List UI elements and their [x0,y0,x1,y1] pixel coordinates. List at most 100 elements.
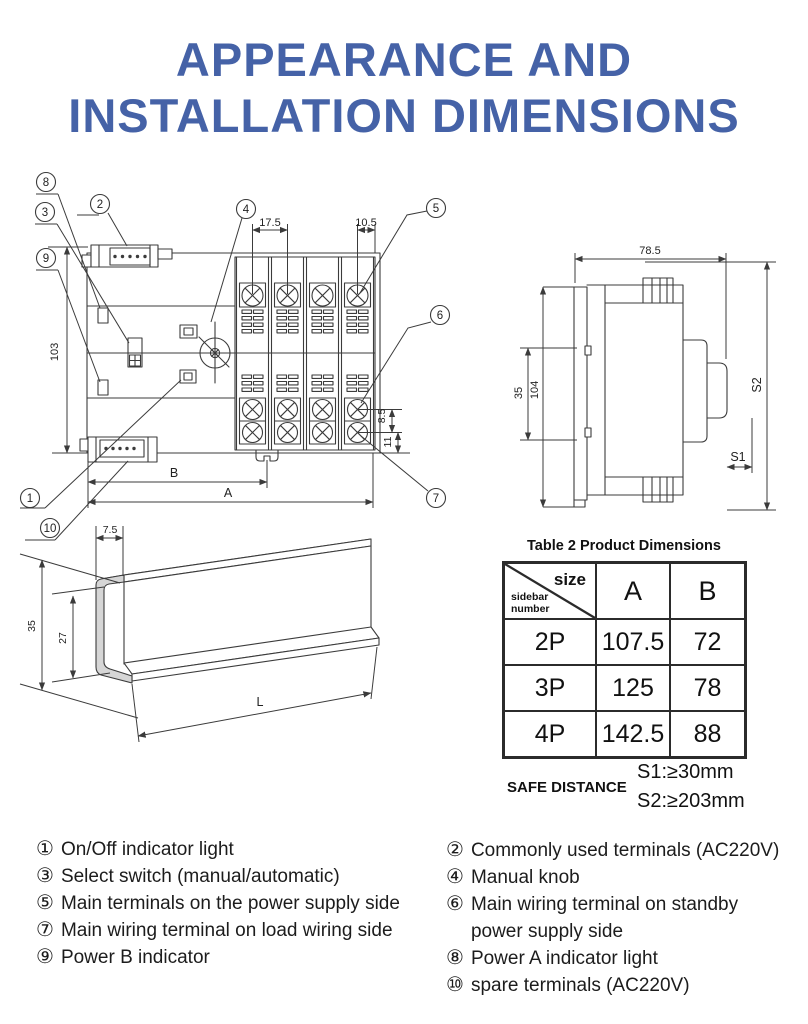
dim-s2: S2 [750,377,764,392]
callout-6: 6 [437,310,443,322]
legend-text: Main wiring terminal on load wiring side [60,920,393,941]
legend-item-3: ③ Select switch (manual/automatic) [36,863,436,890]
legend-text: Power A indicator light [470,948,658,969]
manual-knob [198,321,231,384]
dim-depth: 78.5 [639,245,660,257]
dim-screw-gap: 8.5 [376,409,388,424]
cell-b: 78 [670,665,745,711]
callout-marker: ⑨ [36,946,54,968]
legend-right-column: ② Commonly used terminals (AC220V) ④ Man… [446,837,806,999]
callout-marker: ③ [36,865,54,887]
page-title: APPEARANCE AND INSTALLATION DIMENSIONS [0,32,808,144]
cell-a: 107.5 [596,619,670,665]
corner-sidebar-label: sidebar [511,591,549,603]
diagonal-divider [505,564,595,618]
dim-rail-inner-height: 27 [57,632,69,644]
legend-item-10: ⑩ spare terminals (AC220V) [446,972,806,999]
cell-b: 72 [670,619,745,665]
indicator-light-lower [179,369,197,384]
callout-9: 9 [43,253,49,265]
title-line2: INSTALLATION DIMENSIONS [68,89,740,142]
legend-item-9: ⑨ Power B indicator [36,944,436,971]
dim-width-a: A [224,486,233,500]
table-title: Table 2 Product Dimensions [527,538,721,554]
safe-distance-s2: S2:≥203mm [637,790,745,812]
side-view-drawing: 78.5 104 35 S2 S1 [513,245,776,511]
legend-left-column: ① On/Off indicator light ③ Select switch… [36,836,436,971]
dim-edge-offset: 10.5 [355,217,376,229]
dim-terminal-pitch: 17.5 [259,217,280,229]
column-header-b: B [670,563,745,619]
legend-text: Manual knob [470,867,580,888]
select-switch [127,337,143,368]
table-row: 3P 125 78 [504,665,745,711]
din-rail-drawing: 7.5 35 27 L [19,524,380,743]
safe-distance-label: SAFE DISTANCE [507,779,627,796]
callout-marker: ⑧ [446,947,464,969]
corner-number-label: number [511,603,550,615]
legend-text: Main terminals on the power supply side [60,893,400,914]
table-row: 2P 107.5 72 [504,619,745,665]
callout-2: 2 [97,199,103,211]
callout-10: 10 [44,523,57,535]
callout-8: 8 [43,177,49,189]
callout-marker: ① [36,838,54,860]
callout-5: 5 [433,203,439,215]
cell-a: 142.5 [596,711,670,757]
callout-4: 4 [243,204,250,216]
column-header-a: A [596,563,670,619]
legend-text: Commonly used terminals (AC220V) [470,840,780,861]
legend-item-2: ② Commonly used terminals (AC220V) [446,837,806,864]
title-line1: APPEARANCE AND [175,33,633,86]
dim-s1: S1 [730,450,745,464]
legend-item-5: ⑤ Main terminals on the power supply sid… [36,890,436,917]
legend-text: spare terminals (AC220V) [470,975,690,996]
indicator-light-upper [179,324,198,339]
callout-marker: ② [446,839,464,861]
dim-rail-height: 35 [26,620,38,632]
rail-cross-section [95,574,133,684]
dim-flange-width: 7.5 [103,524,118,536]
technical-drawing: 17.5 10.5 103 8.5 11 B A [19,171,776,743]
legend-item-6: ⑥ Main wiring terminal on standby power … [446,891,806,945]
product-dimensions-table: size sidebar number A B 2P 107.5 72 3P 1… [502,561,747,759]
knob-shaft [706,362,728,419]
safe-distance-s1: S1:≥30mm [637,761,734,783]
power-b-indicator [97,379,109,396]
dim-width-b: B [170,466,178,480]
legend-text: Power B indicator [60,947,210,968]
side-dimensions: 78.5 104 35 S2 S1 [513,245,776,511]
dim-rail-length: L [257,695,264,709]
dim-bottom-offset: 11 [382,436,394,447]
callout-marker: ⑤ [36,892,54,914]
table-row: 4P 142.5 88 [504,711,745,757]
row-size: 3P [504,665,596,711]
legend-text: On/Off indicator light [60,839,234,860]
corner-size-label: size [553,570,586,589]
dim-height-103: 103 [49,343,61,361]
legend-item-1: ① On/Off indicator light [36,836,436,863]
front-view-drawing: 17.5 10.5 103 8.5 11 B A [48,217,410,508]
din-clip [255,449,279,462]
row-size: 4P [504,711,596,757]
knob-housing [682,339,708,443]
legend-text: Select switch (manual/automatic) [60,866,340,887]
callout-marker: ④ [446,866,464,888]
callout-marker: ⑦ [36,919,54,941]
table-corner-cell: size sidebar number [504,563,596,619]
legend-item-8: ⑧ Power A indicator light [446,945,806,972]
top-terminal-strip [81,244,173,268]
dim-rail-slot: 35 [513,387,525,399]
callout-marker: ⑥ [446,893,464,915]
callout-1: 1 [27,493,33,505]
callout-markers: 8 3 2 9 4 5 6 7 1 10 [19,171,451,541]
bottom-terminal-strip [79,436,158,463]
callout-3: 3 [42,207,48,219]
power-a-indicator [97,307,109,324]
legend-item-4: ④ Manual knob [446,864,806,891]
dim-height-104: 104 [529,381,541,399]
callout-marker: ⑩ [446,974,464,996]
callout-7: 7 [433,493,439,505]
cell-a: 125 [596,665,670,711]
